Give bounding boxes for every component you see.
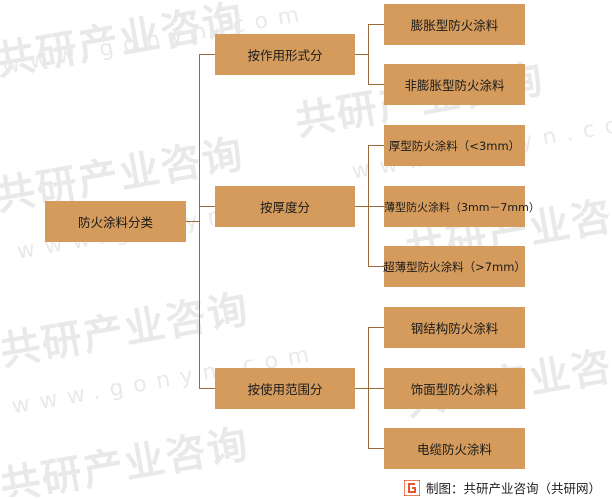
source-footer: 制图：共研产业咨询（共研网） [403, 478, 602, 497]
connector [199, 388, 215, 389]
group-node: 按厚度分 [215, 186, 355, 227]
connector [368, 145, 384, 146]
watermark-brand: 共研产业咨询 [0, 421, 253, 497]
connector [355, 54, 369, 55]
connector [186, 221, 200, 222]
leaf-node: 电缆防火涂料 [384, 428, 525, 469]
leaf-node: 饰面型防火涂料 [384, 368, 525, 409]
connector [199, 54, 215, 55]
leaf-node: 膨胀型防火涂料 [384, 4, 525, 45]
leaf-node: 非膨胀型防火涂料 [384, 64, 525, 105]
leaf-node: 薄型防火涂料（3mm－7mm） [384, 186, 540, 227]
group-node: 按使用范围分 [215, 368, 355, 409]
connector [199, 206, 215, 207]
connector [368, 266, 384, 267]
root-node: 防火涂料分类 [45, 201, 186, 242]
leaf-node: 厚型防火涂料（<3mm） [384, 125, 525, 166]
connector [368, 24, 384, 25]
connector [368, 24, 369, 85]
brand-logo-icon [403, 478, 421, 497]
leaf-node: 钢结构防火涂料 [384, 307, 525, 348]
leaf-node: 超薄型防火涂料（>7mm） [383, 246, 526, 287]
connector [368, 206, 384, 207]
watermark-brand: 共研产业咨询 [0, 286, 253, 376]
connector [368, 448, 384, 449]
watermark-brand: 共研产业咨询 [0, 0, 248, 86]
source-text: 制图：共研产业咨询（共研网） [426, 481, 602, 496]
connector [368, 388, 384, 389]
connector [199, 54, 200, 388]
connector [355, 388, 369, 389]
group-node: 按作用形式分 [215, 34, 355, 75]
connector [355, 206, 369, 207]
connector [368, 84, 384, 85]
connector [368, 327, 384, 328]
